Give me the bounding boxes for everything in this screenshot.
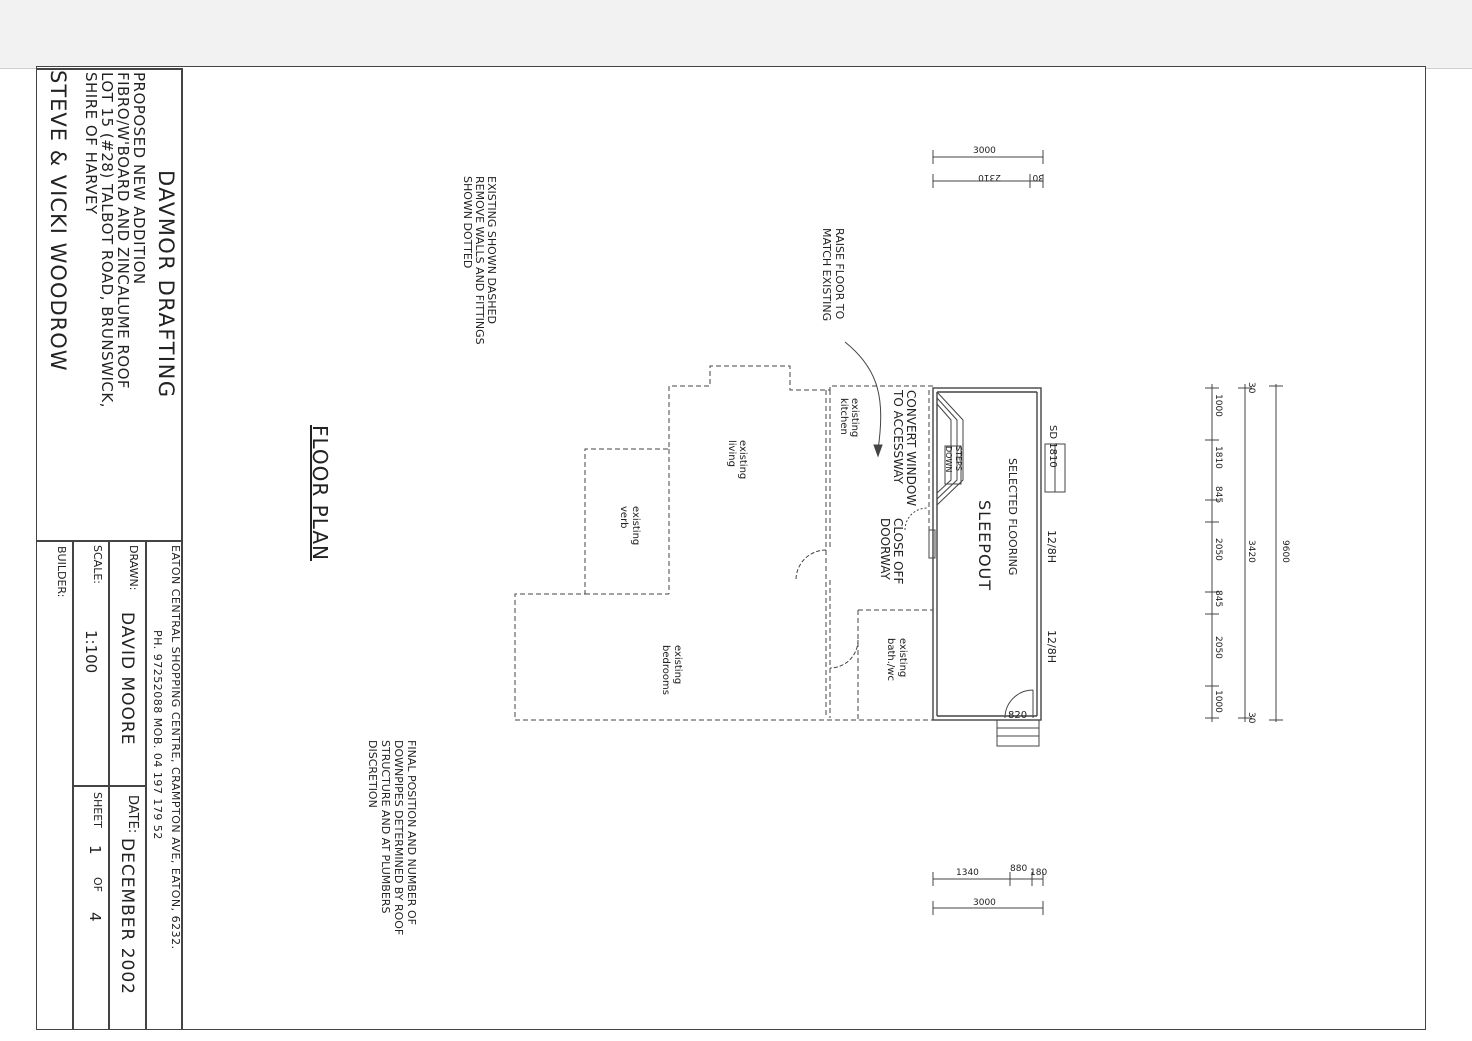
note-downpipes-1: FINAL POSITION AND NUMBER OF [405, 740, 418, 925]
dim-bottom [932, 872, 1044, 915]
room-bath-2: bath./wc [885, 638, 896, 681]
dim-bottom-a: 1340 [956, 868, 979, 878]
title-block-divider [181, 68, 183, 1030]
floor-plan-heading: FLOOR PLAN [308, 425, 332, 561]
dim-right-seg-6: 2050 [1213, 636, 1223, 659]
dim-right-seg-5: 845 [1213, 590, 1223, 608]
room-bedrooms-1: existing [672, 645, 683, 685]
note-existing-1: EXISTING SHOWN DASHED [485, 176, 498, 324]
existing-door-arc-bath [829, 639, 859, 669]
note-raise-2: MATCH EXISTING [820, 228, 833, 322]
room-bedrooms-2: bedrooms [660, 645, 671, 695]
dim-right-seg-2: 1810 [1213, 446, 1223, 469]
dim-right-seg-1: 1000 [1213, 394, 1223, 417]
note-downpipes-3: STRUCTURE AND AT PLUMBERS [379, 740, 392, 914]
dim-right-seg-7: 1000 [1213, 690, 1223, 713]
dim-top-b: 30 [1032, 172, 1044, 182]
dim-bottom-total: 3000 [973, 898, 996, 908]
dim-bottom-c: 180 [1030, 868, 1048, 878]
dim-right-inner: 3420 [1246, 540, 1256, 563]
room-flooring: SELECTED FLOORING [1006, 458, 1019, 576]
raise-floor-leader [844, 341, 882, 451]
existing-door-arc [795, 549, 827, 581]
dim-right-total: 9600 [1280, 540, 1290, 563]
room-kitchen-2: kitchen [838, 398, 849, 435]
close-off-doorway [904, 507, 928, 531]
title-block-divider [72, 785, 145, 787]
note-convert-2: TO ACCESSWAY [891, 390, 905, 484]
note-downpipes-4: DISCRETION [366, 740, 379, 808]
room-kitchen-1: existing [849, 398, 860, 438]
room-sleepout: SLEEPOUT [975, 500, 994, 592]
room-living-1: existing [737, 440, 748, 480]
entry-steps [996, 719, 1040, 747]
steps-label-1: STEPS [954, 446, 963, 471]
door-820 [1004, 689, 1034, 719]
title-block-divider [37, 540, 181, 542]
sliding-door [1044, 443, 1066, 493]
dim-right [1205, 384, 1283, 722]
dim-right-seg-8: 30 [1246, 712, 1256, 724]
note-convert-1: CONVERT WINDOW [904, 390, 918, 507]
infill-wall [928, 529, 936, 559]
drawing-sheet [36, 66, 1426, 1030]
existing-house-outline [514, 365, 933, 721]
door-820-label: 820 [1008, 710, 1028, 721]
steps-label-2: DOWN [944, 446, 953, 473]
window-label-1: 12/8H [1045, 530, 1058, 563]
note-close-1: CLOSE OFF [891, 518, 905, 585]
dim-top-total: 3000 [973, 146, 996, 156]
dim-right-seg-4: 2050 [1213, 538, 1223, 561]
room-verb-1: existing [630, 506, 641, 546]
dim-top-a: 2310 [978, 172, 1001, 182]
dim-top [932, 150, 1044, 188]
leader-arrowhead [873, 444, 883, 458]
room-verb-2: verb [618, 506, 629, 529]
note-existing-2: REMOVE WALLS AND FITTINGS [473, 176, 486, 345]
dim-bottom-b: 880 [1010, 864, 1028, 874]
title-block-divider [37, 68, 181, 70]
steps-down [936, 391, 964, 506]
room-bath-1: existing [897, 638, 908, 678]
note-raise-1: RAISE FLOOR TO [833, 228, 846, 320]
note-existing-3: SHOWN DOTTED [461, 176, 474, 269]
dim-right-seg-3: 845 [1213, 486, 1223, 504]
sd-label: SD 1810 [1047, 425, 1058, 468]
note-downpipes-2: DOWNPIPES DETERMINED BY ROOF [392, 740, 405, 936]
room-living-2: living [726, 440, 737, 467]
title-block-divider [145, 540, 147, 1030]
dim-right-seg-0: 30 [1246, 382, 1256, 394]
note-close-2: DOORWAY [878, 518, 892, 580]
window-label-2: 12/8H [1045, 630, 1058, 663]
